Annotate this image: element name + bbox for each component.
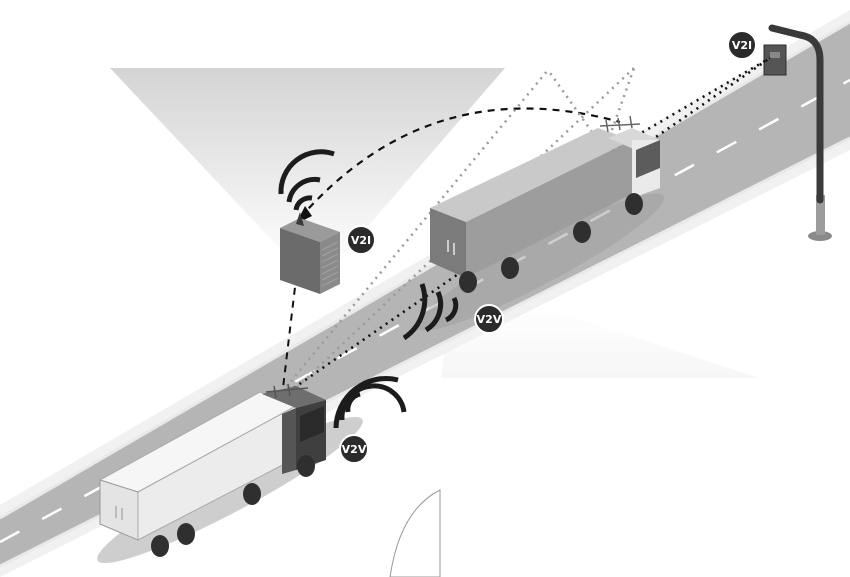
v2v-badge-lead-truck: V2V bbox=[474, 304, 504, 334]
v2v-label: V2V bbox=[477, 313, 502, 326]
v2i-badge-roadside-unit: V2I bbox=[346, 225, 376, 255]
v2i-badge-streetlight: V2I bbox=[727, 30, 757, 60]
wifi-waves-icon bbox=[402, 283, 459, 341]
wifi-waves-icon bbox=[278, 149, 335, 211]
truck-icon bbox=[415, 115, 665, 331]
background-light-cones bbox=[110, 68, 765, 577]
roadside-unit-icon bbox=[280, 212, 340, 294]
v2v-label: V2V bbox=[342, 443, 367, 456]
v2i-label: V2I bbox=[732, 39, 752, 52]
wifi-waves-icon bbox=[333, 376, 407, 429]
truck-icon bbox=[97, 383, 363, 564]
v2v-badge-follow-truck: V2V bbox=[339, 434, 369, 464]
street-light-icon bbox=[763, 24, 832, 241]
v2i-label: V2I bbox=[351, 234, 371, 247]
